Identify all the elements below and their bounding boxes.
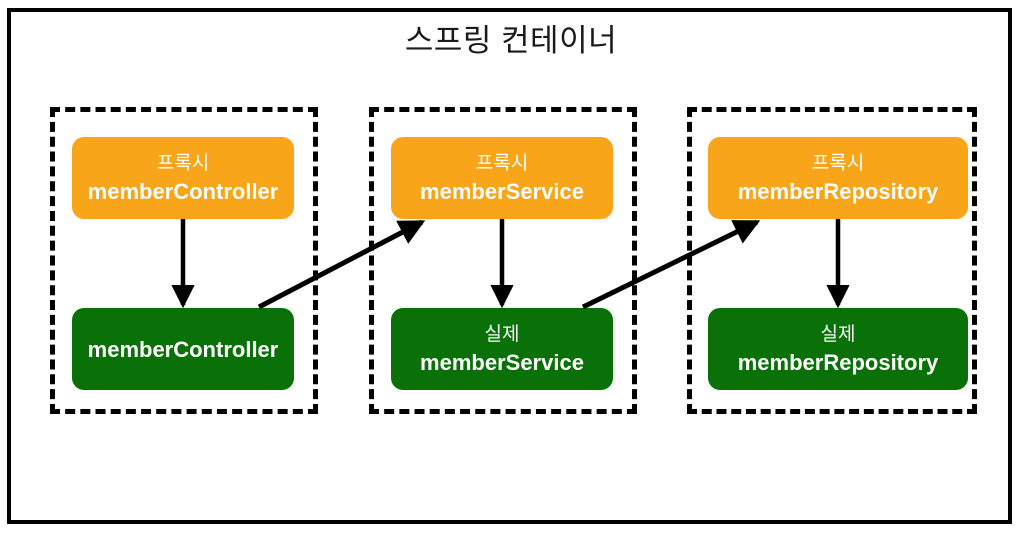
node-name-label: memberController [87, 336, 279, 362]
node-prefix-label: 실제 [820, 323, 856, 345]
node-proxy-member-controller[interactable]: 프록시 memberController [72, 137, 294, 219]
node-proxy-member-service[interactable]: 프록시 memberService [391, 137, 613, 219]
spring-container-frame [7, 8, 1012, 524]
node-real-member-repository[interactable]: 실제 memberRepository [708, 308, 968, 390]
node-real-member-controller[interactable]: memberController [72, 308, 294, 390]
node-proxy-member-repository[interactable]: 프록시 memberRepository [708, 137, 968, 219]
node-prefix-label: 프록시 [811, 152, 865, 174]
node-name-label: memberController [87, 178, 279, 204]
node-name-label: memberService [420, 349, 584, 375]
node-real-member-service[interactable]: 실제 memberService [391, 308, 613, 390]
node-prefix-label: 실제 [484, 323, 520, 345]
node-prefix-label: 프록시 [156, 152, 210, 174]
node-name-label: memberRepository [737, 178, 939, 204]
node-name-label: memberService [420, 178, 584, 204]
page-title: 스프링 컨테이너 [404, 23, 618, 58]
node-name-label: memberRepository [737, 349, 939, 375]
node-prefix-label: 프록시 [475, 152, 529, 174]
